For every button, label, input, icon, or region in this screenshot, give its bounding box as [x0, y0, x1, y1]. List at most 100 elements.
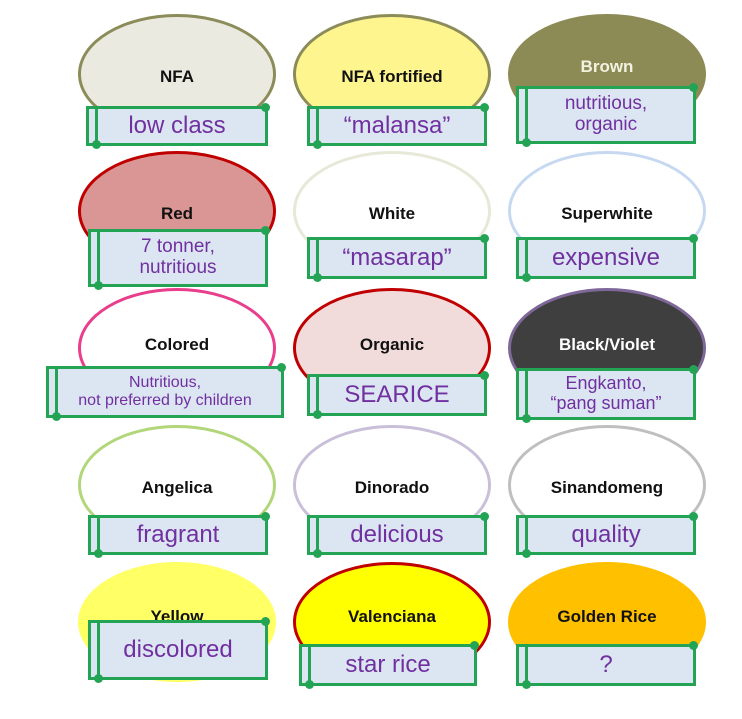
scroll-curl-dot — [522, 549, 531, 558]
scroll-curl-dot — [52, 412, 61, 421]
variety-cell: Golden Rice? — [508, 562, 706, 702]
variety-cell: Brown nutritious,organic — [508, 14, 706, 154]
variety-description: “malansa” — [343, 111, 451, 139]
scroll-roll — [95, 106, 98, 146]
variety-cell: Red 7 tonner,nutritious — [78, 151, 276, 291]
scroll-curl-dot — [522, 138, 531, 147]
variety-description: Nutritious, — [128, 374, 202, 392]
variety-description-scroll: star rice — [299, 641, 479, 689]
variety-description: SEARICE — [344, 380, 450, 408]
scroll-curl-dot — [689, 365, 698, 374]
variety-description-scroll: nutritious,organic — [516, 83, 698, 147]
variety-description: “masarap” — [342, 243, 452, 271]
variety-description: nutritious, — [564, 93, 648, 115]
variety-description-scroll: SEARICE — [307, 371, 489, 419]
scroll-curl-dot — [313, 273, 322, 282]
scroll-roll — [525, 86, 528, 144]
variety-description-scroll: expensive — [516, 234, 698, 282]
scroll-roll — [97, 229, 100, 287]
variety-name: NFA — [160, 67, 194, 86]
variety-description: delicious — [350, 520, 444, 548]
variety-description: low class — [128, 111, 226, 139]
variety-name: Colored — [144, 335, 210, 354]
variety-cell: Angelica fragrant — [78, 425, 276, 565]
scroll-roll — [525, 237, 528, 279]
variety-name: White — [368, 204, 416, 223]
variety-cell: Superwhite expensive — [508, 151, 706, 291]
scroll-roll — [97, 515, 100, 555]
variety-description-scroll: fragrant — [88, 512, 270, 558]
variety-cell: Sinandomeng quality — [508, 425, 706, 565]
variety-description-scroll: 7 tonner,nutritious — [88, 226, 270, 290]
scroll-curl-dot — [480, 234, 489, 243]
variety-name: Angelica — [141, 478, 213, 497]
variety-description: “pang suman” — [550, 393, 662, 413]
variety-name: Dinorado — [354, 478, 430, 497]
scroll-curl-dot — [689, 641, 698, 650]
scroll-curl-dot — [480, 371, 489, 380]
variety-name: Organic — [359, 335, 425, 354]
scroll-curl-dot — [689, 234, 698, 243]
variety-cell: Dinorado delicious — [293, 425, 491, 565]
scroll-curl-dot — [313, 140, 322, 149]
scroll-roll — [97, 620, 100, 680]
scroll-curl-dot — [522, 414, 531, 423]
scroll-curl-dot — [261, 226, 270, 235]
variety-name: Brown — [580, 57, 634, 76]
scroll-roll — [525, 515, 528, 555]
scroll-curl-dot — [689, 512, 698, 521]
variety-name: Red — [160, 204, 194, 223]
scroll-curl-dot — [522, 273, 531, 282]
variety-description: Engkanto, — [565, 373, 647, 394]
scroll-curl-dot — [94, 281, 103, 290]
scroll-curl-dot — [480, 512, 489, 521]
variety-description: fragrant — [136, 520, 220, 548]
variety-description-scroll: Engkanto,“pang suman” — [516, 365, 698, 423]
scroll-curl-dot — [92, 140, 101, 149]
variety-description-scroll: “masarap” — [307, 234, 489, 282]
variety-name: Sinandomeng — [550, 478, 664, 497]
scroll-roll — [316, 237, 319, 279]
variety-description-scroll: ? — [516, 641, 698, 689]
variety-cell: NFA low class — [78, 14, 276, 154]
scroll-roll — [316, 374, 319, 416]
variety-cell: White “masarap” — [293, 151, 491, 291]
scroll-roll — [316, 515, 319, 555]
scroll-curl-dot — [94, 549, 103, 558]
scroll-curl-dot — [313, 410, 322, 419]
scroll-curl-dot — [522, 680, 531, 689]
scroll-curl-dot — [689, 83, 698, 92]
scroll-roll — [55, 366, 58, 418]
variety-description: discolored — [123, 635, 233, 663]
variety-description: not preferred by children — [78, 392, 252, 409]
variety-name: NFA fortified — [341, 67, 443, 86]
variety-name: Golden Rice — [557, 607, 657, 626]
variety-name: Valenciana — [348, 607, 436, 626]
variety-description-scroll: quality — [516, 512, 698, 558]
variety-cell: Valenciana star rice — [293, 562, 491, 702]
scroll-roll — [525, 644, 528, 686]
variety-description: expensive — [551, 243, 661, 271]
scroll-curl-dot — [277, 363, 286, 372]
scroll-curl-dot — [305, 680, 314, 689]
variety-description: star rice — [345, 650, 431, 678]
variety-description-scroll: Nutritious,not preferred by children — [46, 363, 286, 421]
scroll-curl-dot — [261, 103, 270, 112]
variety-description: 7 tonner, — [141, 236, 215, 258]
scroll-curl-dot — [261, 617, 270, 626]
variety-description: nutritious — [139, 257, 217, 278]
variety-description-scroll: low class — [86, 103, 270, 149]
scroll-curl-dot — [313, 549, 322, 558]
variety-name: Superwhite — [561, 204, 653, 223]
variety-description-scroll: “malansa” — [307, 103, 489, 149]
scroll-curl-dot — [261, 512, 270, 521]
variety-description: organic — [574, 114, 638, 135]
scroll-curl-dot — [94, 674, 103, 683]
variety-name: Black/Violet — [558, 335, 656, 354]
scroll-roll — [316, 106, 319, 146]
variety-cell: NFA fortified “malansa” — [293, 14, 491, 154]
variety-description: ? — [599, 650, 613, 678]
